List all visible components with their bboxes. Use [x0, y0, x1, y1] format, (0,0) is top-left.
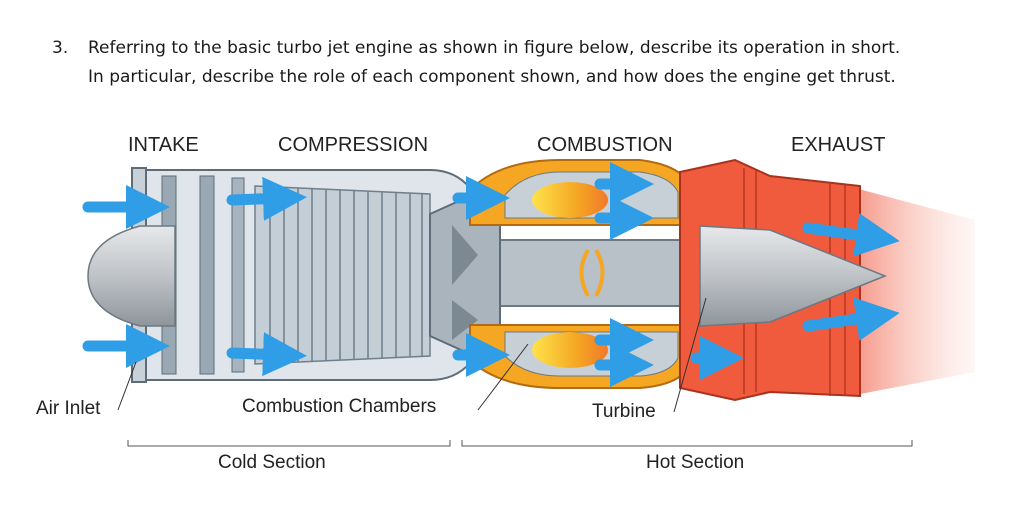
exhaust-cone [699, 225, 888, 327]
turbine-label: Turbine [592, 401, 656, 422]
compression-label: COMPRESSION [278, 134, 429, 156]
airflow-arrows [82, 162, 900, 387]
exhaust-label: EXHAUST [791, 134, 886, 156]
air-inlet-label: Air Inlet [36, 398, 101, 419]
nose-cone [87, 225, 176, 327]
air-inlet-leader [117, 361, 137, 411]
turbine-leader [673, 297, 707, 413]
combustion-chambers-leader [477, 343, 529, 411]
combustion-chambers-label: Combustion Chambers [242, 396, 437, 417]
question-number: 3. [52, 38, 69, 58]
compressor-arrow-bottom [226, 332, 307, 377]
compressor-stages [254, 185, 431, 365]
section-brackets [127, 440, 913, 447]
hot-section-label: Hot Section [646, 452, 745, 473]
combustion-chamber-bottom [469, 324, 691, 389]
combustion-label: COMBUSTION [537, 134, 673, 156]
leader-lines [117, 297, 707, 413]
hot-section-bracket [461, 440, 913, 447]
rotation-icon [579, 248, 605, 297]
exhaust-plume [855, 188, 975, 395]
intake-label: INTAKE [128, 134, 199, 156]
combustion-chamber-top [469, 159, 691, 226]
question-line-1: Referring to the basic turbo jet engine … [88, 38, 901, 58]
exhaust-arrow-top [802, 213, 900, 257]
cold-section-bracket [127, 440, 451, 447]
exhaust-arrow-bottom [802, 297, 900, 341]
cold-section-label: Cold Section [218, 452, 326, 473]
compressor-arrow-top [226, 176, 307, 221]
question-line-2: In particular, describe the role of each… [88, 67, 896, 87]
